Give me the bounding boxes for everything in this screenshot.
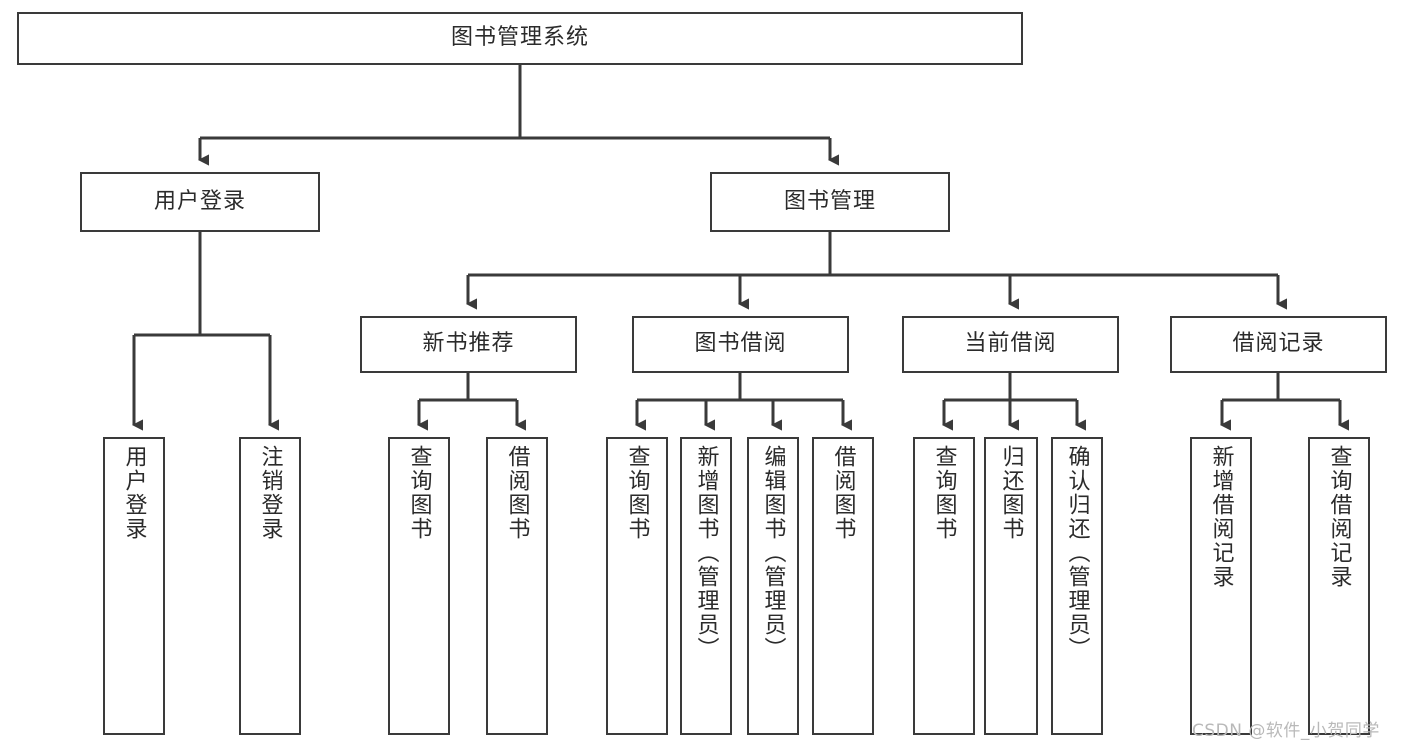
node-current-borrow-label: 当前借阅 — [964, 331, 1057, 357]
leaf-query-books-borrow[interactable]: 查询图书 — [606, 437, 668, 735]
node-current-borrow[interactable]: 当前借阅 — [902, 316, 1119, 373]
leaf-edit-book-admin[interactable]: 编辑图书（管理员） — [747, 437, 799, 735]
leaf-borrow-books-label: 借阅图书 — [830, 445, 856, 541]
node-user-login[interactable]: 用户登录 — [80, 172, 320, 232]
node-borrow-records[interactable]: 借阅记录 — [1170, 316, 1387, 373]
leaf-confirm-return-admin-label: 确认归还（管理员） — [1064, 445, 1090, 661]
leaf-confirm-return-admin[interactable]: 确认归还（管理员） — [1051, 437, 1103, 735]
leaf-query-books-new-label: 查询图书 — [406, 445, 432, 541]
leaf-user-login-label: 用户登录 — [121, 445, 147, 541]
leaf-query-borrow-record-label: 查询借阅记录 — [1326, 445, 1352, 589]
node-book-management[interactable]: 图书管理 — [710, 172, 950, 232]
leaf-logout[interactable]: 注销登录 — [239, 437, 301, 735]
node-root-label: 图书管理系统 — [450, 25, 589, 51]
leaf-borrow-books[interactable]: 借阅图书 — [812, 437, 874, 735]
node-user-login-label: 用户登录 — [153, 188, 246, 214]
node-book-borrow-label: 图书借阅 — [694, 331, 787, 357]
node-book-management-label: 图书管理 — [783, 188, 876, 214]
leaf-query-books-current-label: 查询图书 — [931, 445, 957, 541]
node-borrow-records-label: 借阅记录 — [1232, 331, 1325, 357]
node-root[interactable]: 图书管理系统 — [17, 12, 1023, 65]
leaf-return-books[interactable]: 归还图书 — [984, 437, 1038, 735]
leaf-add-borrow-record-label: 新增借阅记录 — [1208, 445, 1234, 589]
leaf-borrow-books-new-label: 借阅图书 — [504, 445, 530, 541]
leaf-add-borrow-record[interactable]: 新增借阅记录 — [1190, 437, 1252, 735]
leaf-logout-label: 注销登录 — [257, 445, 283, 541]
leaf-add-book-admin[interactable]: 新增图书（管理员） — [680, 437, 732, 735]
leaf-user-login[interactable]: 用户登录 — [103, 437, 165, 735]
leaf-query-books-borrow-label: 查询图书 — [624, 445, 650, 541]
leaf-add-book-admin-label: 新增图书（管理员） — [693, 445, 719, 661]
leaf-query-books-current[interactable]: 查询图书 — [913, 437, 975, 735]
leaf-edit-book-admin-label: 编辑图书（管理员） — [760, 445, 786, 661]
leaf-borrow-books-new[interactable]: 借阅图书 — [486, 437, 548, 735]
node-new-book-recommend-label: 新书推荐 — [422, 331, 515, 357]
node-book-borrow[interactable]: 图书借阅 — [632, 316, 849, 373]
leaf-query-borrow-record[interactable]: 查询借阅记录 — [1308, 437, 1370, 735]
csdn-watermark: CSDN @软件_小贺同学 — [1192, 721, 1380, 741]
node-new-book-recommend[interactable]: 新书推荐 — [360, 316, 577, 373]
leaf-query-books-new[interactable]: 查询图书 — [388, 437, 450, 735]
leaf-return-books-label: 归还图书 — [998, 445, 1024, 541]
